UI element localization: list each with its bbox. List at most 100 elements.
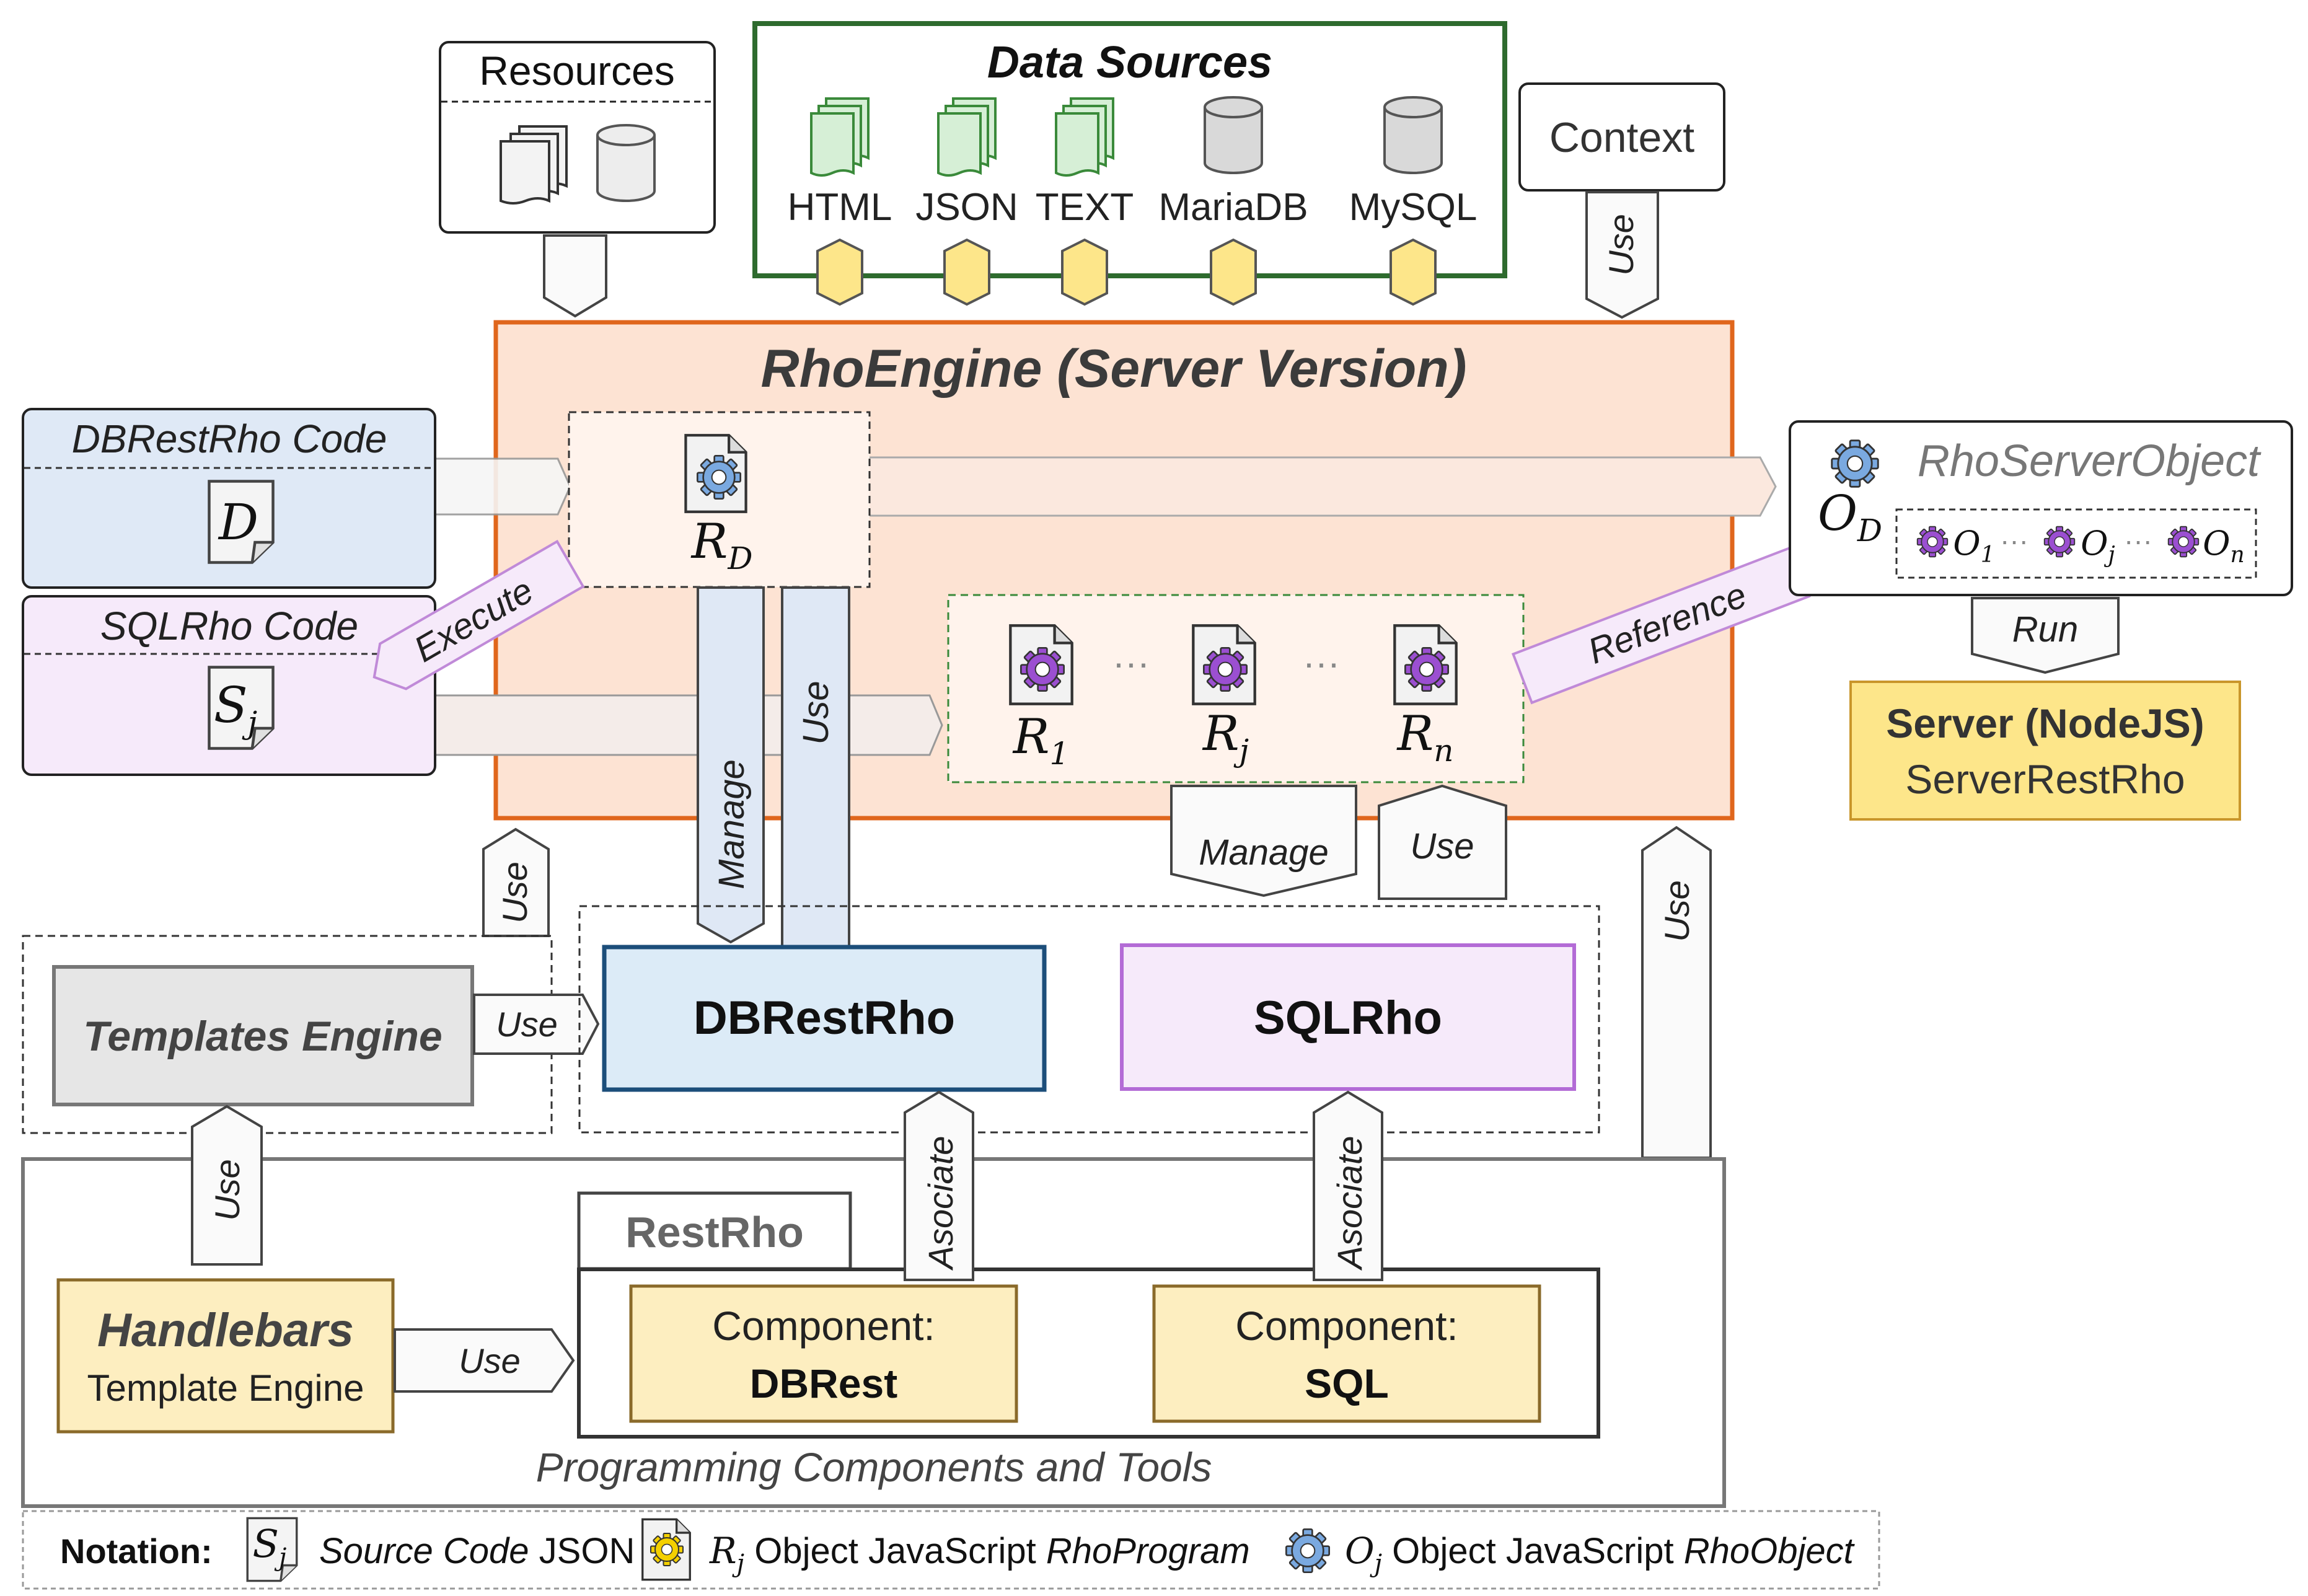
manage-down-arrow: Manage [1170,785,1357,897]
handlebars-title: Handlebars [97,1304,354,1357]
r1-gear-card-icon [1010,625,1072,703]
handlebars-use-arrow: Use [394,1328,575,1393]
rho-server-object-box: RhoServerObject OD O1 ··· Oj ··· On [1789,420,2293,596]
dbrest-asociate-label: Asociate [921,1136,960,1271]
notation-source-symbol: Sj [253,1521,287,1572]
component-sql-box: Component: SQL [1152,1284,1541,1423]
use-bar: Use [781,586,850,948]
context-label: Context [1549,114,1694,161]
connector-hexagon-icon [943,238,990,306]
database-icon [1385,97,1442,173]
modules-group [578,905,1600,1134]
dbrestrho-module-box: DBRestRho [602,945,1047,1092]
tools-use-up-label: Use [1657,880,1696,942]
database-icon [596,124,656,202]
rd-label: RD [690,514,753,576]
object-list-box [1895,508,2257,579]
rho-ellipsis-1: ··· [1112,642,1150,684]
notation-source-text: Source Code JSON [319,1531,635,1571]
dbrestrho-module-label: DBRestRho [694,992,955,1044]
data-sources-title: Data Sources [987,38,1272,87]
notation-legend: Notation: Sj Source Code JSON Rj Object … [22,1510,1880,1590]
data-source-html: HTML [788,99,892,306]
o-dots-1: ··· [2000,524,2028,557]
file-stack-icon [500,125,568,205]
resources-box: Resources [439,41,716,234]
dbrest-asociate-arrow: Asociate [904,1090,974,1281]
use-up-arrow: Use [1378,784,1507,900]
notation-object-gear-icon [1285,1528,1331,1574]
component-dbrest-line1: Component: [712,1303,935,1349]
rd-gear-card-icon [685,435,746,512]
connector-hexagon-icon [1390,238,1437,306]
handlebars-use-up-arrow: Use [191,1104,263,1266]
on-gear-icon [2167,526,2200,558]
sql-asociate-arrow: Asociate [1313,1090,1383,1281]
on-label: On [2203,524,2244,568]
data-source-label: HTML [788,186,892,229]
rj-gear-card-icon [1193,625,1254,703]
templates-use-arrow: Use [473,994,600,1055]
templates-engine-box: Templates Engine [52,965,474,1106]
od-gear-icon [1831,439,1879,488]
context-use-label: Use [1601,214,1641,276]
restrho-label: RestRho [625,1208,804,1256]
sqlrho-code-symbol: Sj [214,676,257,741]
data-source-mysql: MySQL [1349,97,1478,306]
rd-to-serverobject-arrow [866,456,1777,517]
data-source-text: TEXT [1036,99,1134,306]
document-stack-icon [811,99,868,175]
sqlrho-flow-arrow [433,694,943,756]
server-nodejs-box: Server (NodeJS) ServerRestRho [1849,681,2241,821]
sql-asociate-label: Asociate [1330,1136,1369,1271]
database-icon [1205,97,1262,173]
rho-server-object-title: RhoServerObject [1918,436,2262,486]
rn-gear-card-icon [1394,625,1456,703]
data-sources-box: Data Sources [752,21,1507,278]
o1-label: O1 [1953,524,1994,568]
context-use-arrow: Use [1585,191,1659,319]
data-source-mariadb: MariaDB [1158,97,1308,306]
context-box: Context [1518,82,1725,192]
dbrestrho-code-symbol: D [218,493,258,551]
handlebars-use-up-label: Use [208,1159,247,1221]
dbrestrho-code-title: DBRestRho Code [72,417,387,461]
handlebars-use-label: Use [459,1341,521,1380]
resources-label: Resources [479,48,674,94]
dbrestrho-flow-arrow [433,457,571,516]
o-dots-2: ··· [2124,524,2152,557]
notation-program-icon [641,1518,692,1581]
sqlrho-module-box: SQLRho [1120,943,1576,1091]
data-source-json: JSON [915,99,1018,306]
notation-program-text: Rj Object JavaScript RhoProgram [709,1530,1250,1578]
templates-engine-label: Templates Engine [83,1013,442,1060]
document-stack-icon [938,99,995,175]
templates-use-up-label: Use [495,862,534,924]
resources-arrow [543,234,607,318]
rho-ellipsis-2: ··· [1303,642,1340,684]
component-dbrest-line2: DBRest [750,1360,897,1406]
tools-use-up-arrow: Use [1641,826,1712,1159]
templates-use-up-arrow: Use [482,827,550,937]
run-label: Run [2012,609,2078,650]
oj-label: Oj [2081,524,2115,568]
manage-down-label: Manage [1199,832,1329,873]
o1-gear-icon [1916,526,1949,558]
use-up-label: Use [1410,826,1474,866]
manage-bar: Manage [697,586,765,944]
use-bar-label: Use [796,681,836,744]
od-label: OD [1818,486,1882,549]
rn-label: Rn [1396,706,1454,769]
data-source-label: TEXT [1036,186,1134,229]
data-source-label: JSON [915,186,1018,229]
handlebars-box: Handlebars Template Engine [56,1278,395,1434]
connector-hexagon-icon [816,238,863,306]
sqlrho-code-title: SQLRho Code [100,604,358,648]
notation-label: Notation: [60,1532,213,1571]
server-subtitle: ServerRestRho [1905,756,2185,802]
document-stack-icon [1056,99,1113,175]
sqlrho-code-box: SQLRho Code Sj [22,595,436,776]
data-source-label: MySQL [1349,186,1478,229]
sqlrho-module-label: SQLRho [1254,992,1442,1044]
